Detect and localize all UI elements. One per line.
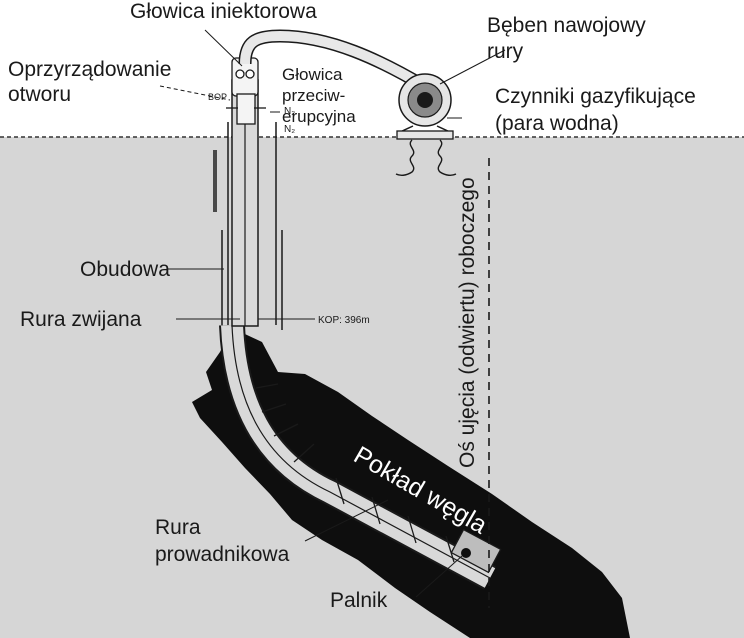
label-bop-head-2: przeciw- bbox=[282, 86, 345, 105]
burner-box bbox=[450, 528, 502, 574]
label-guide-pipe-1: Rura bbox=[155, 516, 201, 539]
label-bop: BOP bbox=[208, 92, 227, 102]
burner-icon bbox=[461, 548, 471, 558]
label-coiled-tubing: Rura zwijana bbox=[20, 308, 142, 331]
label-burner: Palnik bbox=[330, 589, 388, 612]
leader-lines bbox=[159, 29, 506, 598]
label-bop-head-1: Głowica bbox=[282, 65, 343, 84]
reel bbox=[396, 73, 454, 140]
label-reel-1: Bęben nawojowy bbox=[487, 14, 646, 37]
label-guide-pipe-2: prowadnikowa bbox=[155, 543, 290, 566]
label-reel-2: rury bbox=[487, 40, 524, 63]
wavy-pipe-right bbox=[437, 139, 457, 177]
casing bbox=[213, 122, 283, 330]
label-injector-head: Głowica iniektorowa bbox=[130, 0, 317, 23]
label-axis: Oś ujęcia (odwiertu) roboczego bbox=[456, 177, 479, 468]
coal-seam bbox=[192, 328, 630, 638]
tubing-inner bbox=[231, 324, 491, 579]
label-casing: Obudowa bbox=[80, 258, 170, 281]
tubing-arch-fill bbox=[240, 30, 427, 91]
label-instrumentation-1: Oprzyrządowanie bbox=[8, 58, 171, 81]
label-kop: KOP: 396m bbox=[318, 315, 370, 326]
label-n2-top: N₂ bbox=[284, 106, 295, 117]
wellhead bbox=[226, 57, 266, 125]
wavy-pipe-left bbox=[395, 139, 415, 177]
label-gasifying-2: (para wodna) bbox=[495, 112, 619, 135]
label-bop-head-3: erupcyjna bbox=[282, 107, 356, 126]
label-n2-bottom: N₂ bbox=[284, 124, 295, 135]
label-gasifying-1: Czynniki gazyfikujące bbox=[495, 85, 696, 108]
label-instrumentation-2: otworu bbox=[8, 83, 71, 106]
guide-pipe-ticks bbox=[255, 383, 455, 563]
